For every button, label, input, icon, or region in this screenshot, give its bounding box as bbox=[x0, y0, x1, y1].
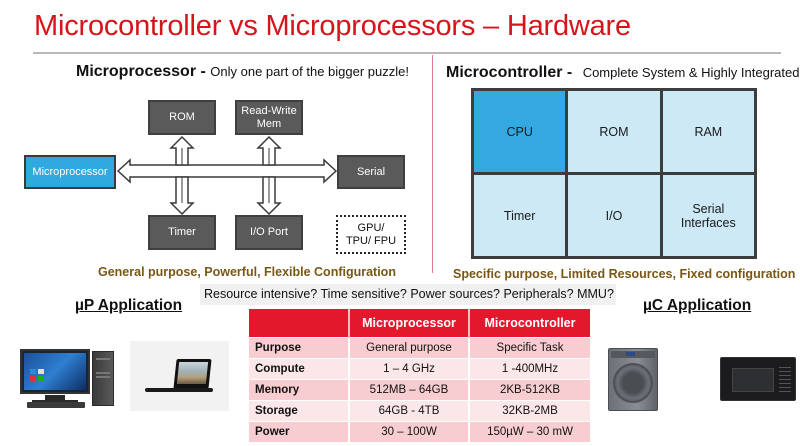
heading-separator: - bbox=[562, 64, 577, 81]
accel-label-line1: GPU/ bbox=[357, 221, 385, 234]
uc-application-label: µC Application bbox=[643, 297, 752, 314]
microcontroller-value: 1 -400MHz bbox=[469, 357, 590, 379]
microcontroller-subheading: Complete System & Highly Integrated bbox=[582, 65, 800, 80]
microcontroller-caption: Specific purpose, Limited Resources, Fix… bbox=[453, 267, 796, 281]
comparison-table: Microprocessor Microcontroller Purpose G… bbox=[249, 309, 590, 442]
slide-title: Microcontroller vs Microprocessors – Har… bbox=[34, 10, 631, 42]
microprocessor-value: 30 – 100W bbox=[349, 420, 470, 442]
design-questions-bar: Resource intensive? Time sensitive? Powe… bbox=[200, 284, 616, 305]
washing-machine-icon bbox=[608, 348, 658, 411]
mcu-serial-cell: Serial Interfaces bbox=[662, 175, 754, 256]
microcontroller-heading-title: Microcontroller bbox=[446, 64, 563, 81]
heading-separator: - bbox=[196, 63, 211, 80]
title-rule bbox=[33, 52, 781, 54]
laptop-base bbox=[145, 388, 213, 392]
microprocessor-value: 1 – 4 GHz bbox=[349, 357, 470, 379]
pc-tower-icon bbox=[92, 351, 114, 406]
monitor-stand bbox=[45, 395, 65, 400]
microcontroller-value: 150µW – 30 mW bbox=[469, 420, 590, 442]
microprocessor-value: 64GB - 4TB bbox=[349, 399, 470, 421]
mcu-ram-cell: RAM bbox=[662, 91, 754, 172]
row-label: Power bbox=[249, 420, 350, 442]
table-row: Memory 512MB – 64GB 2KB-512KB bbox=[249, 378, 590, 400]
rom-module: ROM bbox=[148, 100, 216, 135]
serial-label-line1: Serial bbox=[692, 201, 725, 216]
mcu-cpu-cell: CPU bbox=[474, 91, 566, 172]
io-port-module: I/O Port bbox=[235, 215, 303, 250]
microprocessor-subheading: Only one part of the bigger puzzle! bbox=[210, 64, 409, 79]
table-header-microcontroller: Microcontroller bbox=[469, 309, 590, 337]
section-divider bbox=[432, 55, 433, 273]
row-label: Purpose bbox=[249, 336, 350, 358]
microcontroller-heading: Microcontroller - Complete System & High… bbox=[446, 64, 799, 82]
microprocessor-value: General purpose bbox=[349, 336, 470, 358]
desktop-monitor-icon bbox=[20, 349, 90, 394]
table-header-microprocessor: Microprocessor bbox=[349, 309, 470, 337]
serial-label-line2: Interfaces bbox=[680, 215, 736, 230]
gpu-tpu-fpu-module: GPU/ TPU/ FPU bbox=[336, 215, 406, 254]
microcontroller-value: 2KB-512KB bbox=[469, 378, 590, 400]
microprocessor-heading: Microprocessor - Only one part of the bi… bbox=[76, 63, 409, 81]
serial-module: Serial bbox=[337, 155, 405, 189]
microwave-oven-icon bbox=[720, 357, 796, 401]
accel-label-line2: TPU/ FPU bbox=[345, 234, 397, 247]
mcu-rom-cell: ROM bbox=[568, 91, 660, 172]
microcontroller-value: 32KB-2MB bbox=[469, 399, 590, 421]
table-header-row: Microprocessor Microcontroller bbox=[249, 309, 590, 337]
microprocessor-value: 512MB – 64GB bbox=[349, 378, 470, 400]
monitor-base bbox=[32, 400, 78, 403]
row-label: Compute bbox=[249, 357, 350, 379]
mcu-timer-cell: Timer bbox=[474, 175, 566, 256]
microcontroller-block-grid: CPU ROM RAM Timer I/O Serial Interfaces bbox=[471, 88, 757, 259]
keyboard-icon bbox=[27, 402, 85, 408]
timer-module: Timer bbox=[148, 215, 216, 250]
mcu-io-cell: I/O bbox=[568, 175, 660, 256]
microprocessor-module: Microprocessor bbox=[24, 155, 116, 189]
table-row: Power 30 – 100W 150µW – 30 mW bbox=[249, 420, 590, 442]
microprocessor-heading-title: Microprocessor bbox=[76, 63, 197, 80]
row-label: Storage bbox=[249, 399, 350, 421]
microcontroller-value: Specific Task bbox=[469, 336, 590, 358]
row-label: Memory bbox=[249, 378, 350, 400]
laptop-screen bbox=[176, 362, 209, 384]
table-row: Purpose General purpose Specific Task bbox=[249, 336, 590, 358]
table-row: Compute 1 – 4 GHz 1 -400MHz bbox=[249, 357, 590, 379]
table-row: Storage 64GB - 4TB 32KB-2MB bbox=[249, 399, 590, 421]
rw-mem-label-line2: Mem bbox=[256, 117, 282, 130]
system-bus-arrow bbox=[116, 158, 338, 184]
rw-mem-label-line1: Read-Write bbox=[241, 104, 297, 117]
table-header-blank bbox=[249, 309, 350, 337]
read-write-mem-module: Read-Write Mem bbox=[235, 100, 303, 135]
microprocessor-caption: General purpose, Powerful, Flexible Conf… bbox=[98, 265, 396, 279]
up-application-label: µP Application bbox=[75, 297, 183, 314]
bus-arrows bbox=[116, 135, 338, 216]
